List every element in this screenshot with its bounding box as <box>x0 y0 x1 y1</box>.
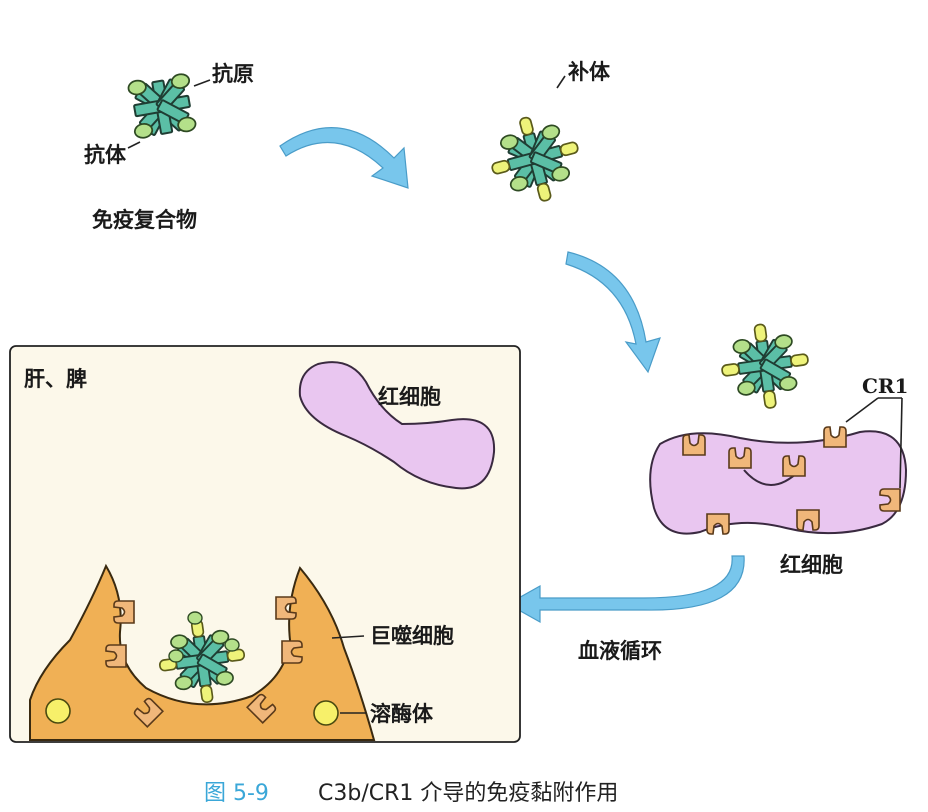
lysosome-left <box>45 698 71 724</box>
figure-title: C3b/CR1 介导的免疫黏附作用 <box>318 781 618 806</box>
flow-arrow-blood-circulation <box>506 555 745 624</box>
macrophage <box>29 563 376 741</box>
complement-bound-complex <box>482 107 589 212</box>
organ-label: 肝、脾 <box>24 367 87 391</box>
rbc-box-label: 红细胞 <box>378 385 441 409</box>
antibody-label: 抗体 <box>84 143 127 167</box>
flow-arrow-1 <box>279 127 409 189</box>
complement-label: 补体 <box>567 60 611 84</box>
lysosome-label: 溶酶体 <box>370 702 434 726</box>
figure-number: 图 5-9 <box>204 781 269 806</box>
immune-complex-start <box>126 72 198 141</box>
cr1-label: CR1 <box>862 374 908 398</box>
macrophage-label: 巨噬细胞 <box>370 624 454 648</box>
blood-circulation-label: 血液循环 <box>578 639 662 663</box>
immune-complex-label: 免疫复合物 <box>92 208 197 232</box>
flow-arrow-2 <box>565 251 661 374</box>
lysosome-right <box>313 700 339 726</box>
rbc-with-complex <box>649 319 908 535</box>
antigen-label: 抗原 <box>212 62 254 86</box>
rbc-right-label: 红细胞 <box>780 553 843 577</box>
red-blood-cell-box <box>298 361 496 490</box>
